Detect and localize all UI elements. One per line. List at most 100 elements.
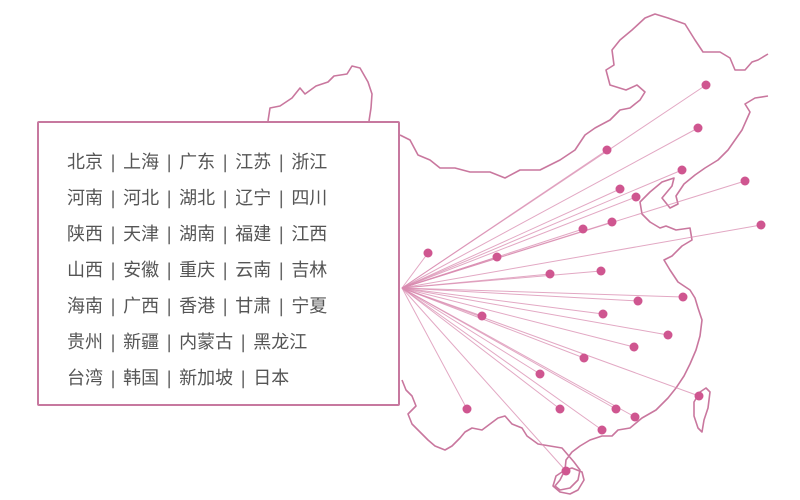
location-dot — [535, 369, 545, 379]
separator: | — [222, 224, 229, 245]
connection-line — [401, 287, 700, 397]
location-dot — [629, 342, 639, 352]
region-name: 河南 — [67, 188, 103, 209]
location-dot — [555, 404, 565, 414]
separator: | — [110, 152, 117, 173]
separator: | — [278, 296, 285, 317]
location-dot — [694, 391, 704, 401]
region-list-panel: 北京|上海|广东|江苏|浙江河南|河北|湖北|辽宁|四川陕西|天津|湖南|福建|… — [37, 121, 400, 406]
connection-line — [401, 224, 762, 289]
separator: | — [222, 152, 229, 173]
connection-line — [401, 287, 585, 359]
region-row: 台湾 | 韩国 | 新加坡 | 日本 — [67, 361, 327, 397]
region-name: 四川 — [291, 188, 328, 209]
connection-line — [401, 287, 567, 472]
connection-line — [401, 287, 541, 375]
region-name: 江西 — [291, 224, 328, 245]
region-name: 河北 — [123, 188, 160, 209]
connection-line — [401, 287, 684, 298]
connection-line — [401, 287, 604, 315]
region-name: 新加坡 — [179, 368, 234, 389]
region-name: 辽宁 — [235, 188, 272, 209]
region-name: 江苏 — [235, 152, 272, 173]
separator: | — [222, 188, 229, 209]
region-name: 内蒙古 — [179, 332, 234, 353]
connection-line — [401, 256, 498, 289]
separator: | — [166, 224, 173, 245]
region-name: 黑龙江 — [253, 332, 308, 353]
map-outline — [267, 13, 769, 495]
region-name: 陕西 — [67, 224, 103, 245]
connection-line — [401, 287, 636, 418]
separator: | — [166, 152, 173, 173]
separator: | — [110, 260, 117, 281]
connection-line — [401, 287, 635, 348]
connection-line — [401, 270, 602, 289]
separator: | — [166, 332, 173, 353]
connection-line — [401, 287, 468, 410]
region-rows: 北京|上海|广东|江苏|浙江河南|河北|湖北|辽宁|四川陕西|天津|湖南|福建|… — [67, 145, 327, 397]
region-name: 吉林 — [291, 260, 328, 281]
region-name: 浙江 — [291, 152, 328, 173]
separator: | — [110, 224, 117, 245]
region-name: 安徽 — [123, 260, 160, 281]
location-dot — [611, 404, 621, 414]
separator: | — [166, 368, 173, 389]
region-row: 海南|广西|香港|甘肃|宁夏 — [67, 289, 327, 325]
location-dot — [630, 412, 640, 422]
region-row: 北京|上海|广东|江苏|浙江 — [67, 145, 327, 181]
region-name: 贵州 — [67, 332, 103, 353]
connection-line — [401, 196, 637, 289]
separator: | — [110, 188, 117, 209]
region-name: 日本 — [253, 368, 290, 389]
connection-line — [401, 287, 669, 336]
region-name: 香港 — [179, 296, 216, 317]
region-name: 重庆 — [179, 260, 216, 281]
location-dot — [423, 248, 433, 258]
separator: | — [278, 260, 285, 281]
separator: | — [222, 296, 229, 317]
location-dot — [602, 145, 612, 155]
connection-line — [401, 149, 608, 289]
separator: | — [222, 260, 229, 281]
region-name: 福建 — [235, 224, 272, 245]
location-dot — [561, 466, 571, 476]
separator: | — [110, 332, 117, 353]
region-row: 山西|安徽|重庆|云南|吉林 — [67, 253, 327, 289]
connection-line — [401, 188, 621, 289]
location-dot — [740, 176, 750, 186]
region-name: 湖南 — [179, 224, 216, 245]
separator: | — [240, 368, 247, 389]
location-dot — [545, 269, 555, 279]
region-name: 台湾 — [67, 368, 103, 389]
region-name: 韩国 — [123, 368, 160, 389]
location-dot — [477, 311, 487, 321]
region-name: 云南 — [235, 260, 272, 281]
region-name: 山西 — [67, 260, 103, 281]
region-name: 新疆 — [123, 332, 160, 353]
connection-line — [401, 169, 683, 289]
location-dot — [663, 330, 673, 340]
location-dot — [492, 252, 502, 262]
region-row: 贵州 | 新疆 | 内蒙古 | 黑龙江 — [67, 325, 327, 361]
region-name: 广东 — [179, 152, 216, 173]
connection-line — [401, 287, 561, 410]
region-name: 天津 — [123, 224, 160, 245]
region-name: 湖北 — [179, 188, 216, 209]
connection-line — [401, 287, 639, 302]
location-dot — [462, 404, 472, 414]
separator: | — [240, 332, 247, 353]
connection-line — [401, 287, 603, 431]
location-dot — [633, 296, 643, 306]
location-dot — [631, 192, 641, 202]
separator: | — [110, 368, 117, 389]
separator: | — [278, 152, 285, 173]
region-name: 海南 — [67, 296, 103, 317]
region-name: 宁夏 — [291, 296, 328, 317]
location-dot — [701, 80, 711, 90]
region-row: 河南|河北|湖北|辽宁|四川 — [67, 181, 327, 217]
separator: | — [278, 224, 285, 245]
location-dot — [607, 217, 617, 227]
separator: | — [166, 296, 173, 317]
location-dots — [423, 80, 766, 476]
